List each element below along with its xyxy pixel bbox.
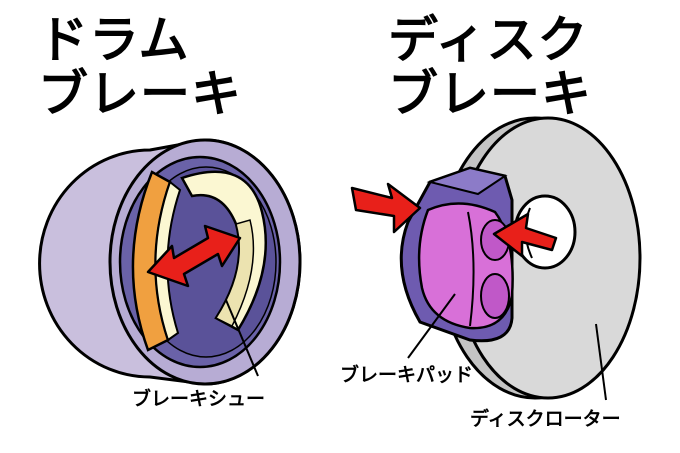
- rotor-leader-line: [595, 323, 607, 401]
- brake-shoe-right-outer: [214, 219, 255, 328]
- brake-pad-groove: [467, 211, 475, 327]
- disc-rotor-label: ディスクローター: [470, 408, 621, 430]
- drum-title-line1: ドラム: [38, 11, 190, 69]
- brake-shoe-label: ブレーキシュー: [132, 388, 266, 410]
- disc-title-line1: ディスク: [388, 11, 589, 69]
- shoe-leader-line: [225, 299, 259, 377]
- drum-expansion-arrow: [146, 224, 242, 288]
- pad-press-arrow-left: [350, 182, 422, 234]
- brake-pad-label: ブレーキパッド: [340, 364, 474, 386]
- pad-leader-line: [407, 293, 456, 359]
- pad-press-arrow-right: [492, 212, 558, 258]
- brake-shoe-left-lining: [154, 180, 182, 342]
- disc-brake: [350, 116, 642, 400]
- caliper-top: [426, 166, 508, 196]
- drum-title-line2: ブレーキ: [38, 65, 242, 123]
- drum-brake: [38, 138, 302, 386]
- disc-title-line2: ブレーキ: [388, 65, 592, 123]
- caliper-piston-lower: [480, 273, 510, 319]
